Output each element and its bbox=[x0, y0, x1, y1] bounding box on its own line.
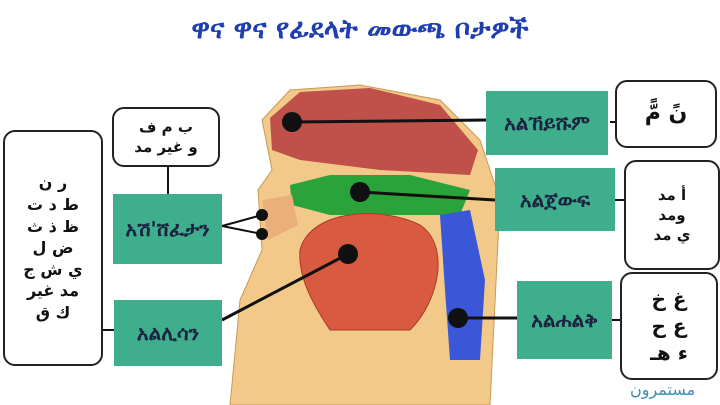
label-cavity: አልጀውፍ bbox=[495, 168, 615, 231]
label-tongue: አልሊሳን bbox=[114, 300, 222, 366]
lips-letters-box: ب م ف و غير مد bbox=[112, 107, 220, 167]
tongue bbox=[299, 213, 439, 331]
label-lips: አሽ'ሸፈታን bbox=[113, 194, 222, 264]
lips bbox=[262, 195, 298, 240]
letters-line: ي ش ج bbox=[23, 259, 83, 279]
letters-line: ض ل bbox=[32, 238, 74, 258]
letters-line: نً مًّ bbox=[644, 101, 688, 127]
letters-line: ط د ت bbox=[26, 195, 80, 215]
oral-cavity bbox=[290, 175, 470, 215]
cavity-letters-box: أ مد ومد ي مد bbox=[624, 160, 720, 270]
tongue-letters-box: ر ن ط د ت ظ ذ ث ض ل ي ش ج مد غير ك ق bbox=[3, 130, 103, 366]
letters-line: غ خ bbox=[651, 286, 687, 311]
label-nasal: አልኸይሹም bbox=[486, 91, 608, 155]
letters-line: ء هـ bbox=[650, 340, 688, 365]
page-title: ዋና ዋና የፊደላት መውጫ ቦታዎች bbox=[191, 14, 529, 45]
letters-line: ر ن bbox=[38, 173, 68, 193]
letters-line: و غير مد bbox=[134, 138, 198, 156]
letters-line: ظ ذ ث bbox=[26, 216, 80, 236]
letters-line: ي مد bbox=[653, 226, 691, 245]
nasal-cavity bbox=[270, 88, 478, 175]
letters-line: ك ق bbox=[35, 302, 71, 322]
letters-line: أ مد bbox=[657, 185, 687, 204]
throat-letters-box: غ خ ع ح ء هـ bbox=[620, 272, 718, 380]
letters-line: ومد bbox=[658, 205, 686, 224]
nasal-letters-box: نً مًّ bbox=[615, 80, 717, 148]
watermark: مستمرون bbox=[630, 380, 696, 399]
letters-line: ع ح bbox=[651, 313, 687, 338]
label-throat: አልሐልቅ bbox=[517, 281, 612, 359]
letters-line: مد غير bbox=[26, 281, 80, 301]
letters-line: ب م ف bbox=[139, 117, 193, 136]
